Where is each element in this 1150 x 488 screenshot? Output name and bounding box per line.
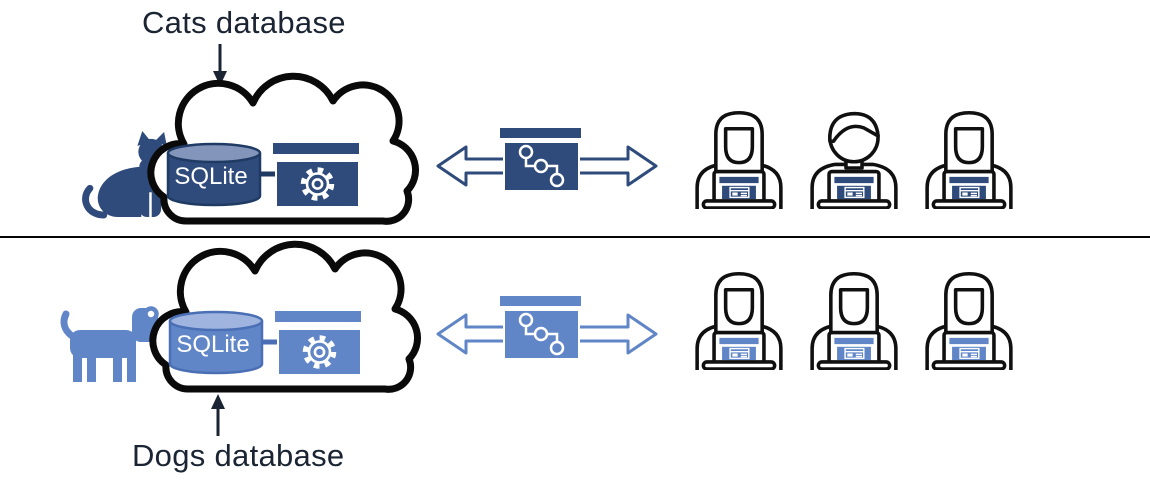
dogs-users-group bbox=[690, 260, 1018, 373]
cats-database-label: Cats database bbox=[142, 5, 346, 40]
dogs-sync-arrow-icon bbox=[432, 282, 663, 383]
person-long-hair-icon bbox=[805, 260, 903, 373]
dogs-database-label: Dogs database bbox=[132, 438, 345, 473]
person-long-hair-icon bbox=[920, 260, 1018, 373]
person-short-hair-icon bbox=[805, 99, 903, 212]
cats-users-group bbox=[690, 99, 1018, 212]
cats-sync-arrow-icon bbox=[432, 114, 663, 215]
dog-icon bbox=[56, 296, 174, 390]
cats-cloud-database: SQLite bbox=[145, 72, 427, 230]
person-long-hair-icon bbox=[690, 99, 788, 212]
cats-db-engine-label: SQLite bbox=[174, 163, 247, 190]
person-long-hair-icon bbox=[690, 260, 788, 373]
row-divider-line bbox=[0, 236, 1150, 238]
cat-icon bbox=[76, 129, 175, 220]
person-long-hair-icon bbox=[920, 99, 1018, 212]
dogs-db-engine-label: SQLite bbox=[176, 331, 249, 358]
dogs-cloud-database: SQLite bbox=[147, 240, 429, 398]
cats-label-arrow-down-icon bbox=[213, 44, 227, 86]
dogs-label-arrow-up-icon bbox=[211, 394, 225, 436]
